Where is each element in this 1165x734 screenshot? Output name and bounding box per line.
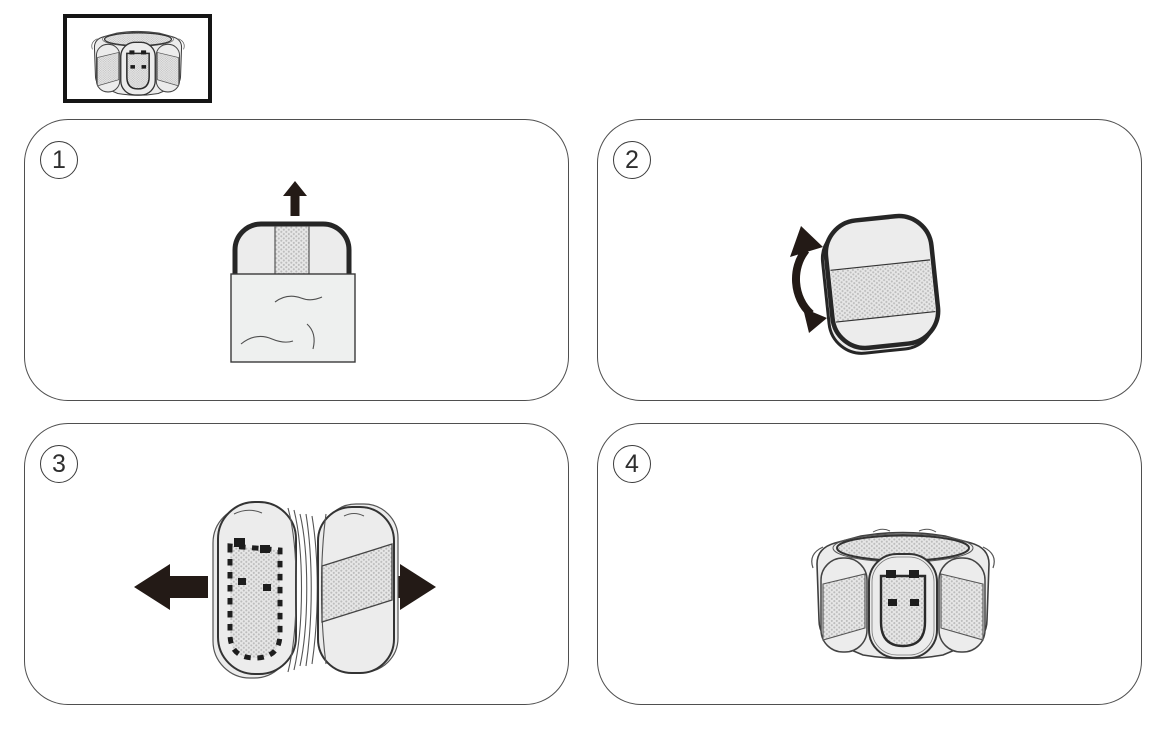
fold-lines xyxy=(305,513,318,667)
step-number: 1 xyxy=(52,145,66,174)
storage-bag xyxy=(230,273,356,363)
assembled-playpen-illustration xyxy=(811,528,995,660)
front-door-panel xyxy=(868,553,938,659)
left-side-panel xyxy=(820,557,868,653)
folded-playpen-disc xyxy=(820,213,941,355)
step-number: 2 xyxy=(625,145,639,174)
assembled-playpen-icon xyxy=(90,30,185,96)
right-arrow-icon xyxy=(362,564,436,610)
step-number-badge: 3 xyxy=(40,445,78,483)
step-panel-2: 2 xyxy=(597,119,1142,401)
playpen-right-half xyxy=(317,503,399,674)
pull-from-bag-illustration xyxy=(230,181,356,363)
rotate-up-arrow-icon xyxy=(790,226,827,333)
step-panel-1: 1 xyxy=(24,119,569,401)
unfold-disc-illustration xyxy=(790,213,941,355)
step-number: 3 xyxy=(52,449,66,478)
left-arrow-icon xyxy=(134,564,208,610)
product-thumbnail-box xyxy=(63,14,212,103)
step-number: 4 xyxy=(625,449,639,478)
playpen-left-half xyxy=(212,501,308,679)
zipper-door-dashed-outline xyxy=(227,543,283,661)
step-number-badge: 4 xyxy=(613,445,651,483)
step-panel-3: 3 xyxy=(24,423,569,705)
up-arrow-icon xyxy=(283,181,307,216)
step-number-badge: 1 xyxy=(40,141,78,179)
step-number-badge: 2 xyxy=(613,141,651,179)
step-panel-4: 4 xyxy=(597,423,1142,705)
right-side-panel xyxy=(938,557,986,653)
pull-apart-illustration xyxy=(134,501,436,679)
door-mesh xyxy=(879,574,927,648)
